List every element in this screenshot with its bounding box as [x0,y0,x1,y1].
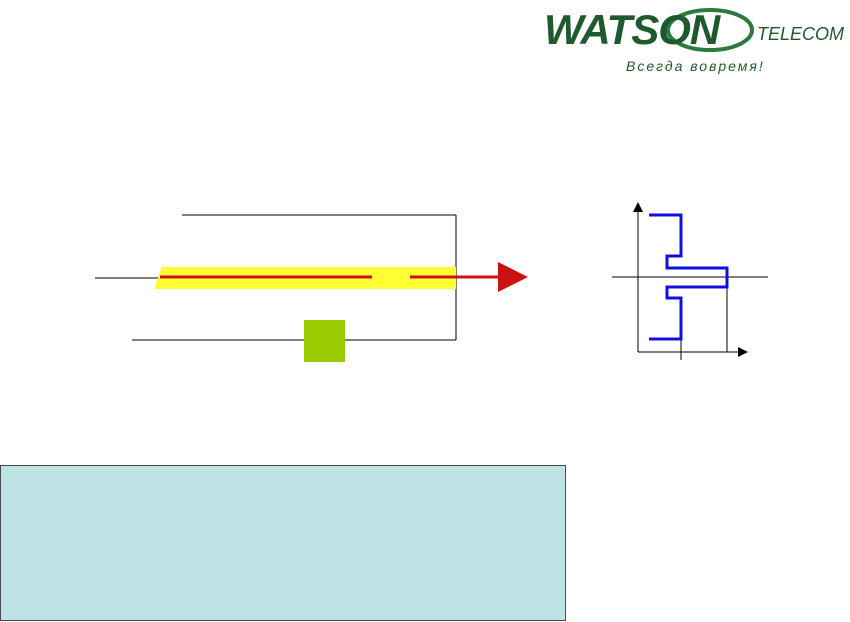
info-box [0,465,566,621]
logo-swoosh-icon [666,8,754,52]
logo-subbrand: TELECOM [757,24,845,44]
logo-slogan: Всегда вовремя! [626,58,765,74]
green-square [304,320,345,362]
watson-telecom-logo: WATSON TELECOM Всегда вовремя! [540,0,850,80]
logo-brand: WATSON [544,6,720,53]
index-profile-curve [649,213,729,341]
